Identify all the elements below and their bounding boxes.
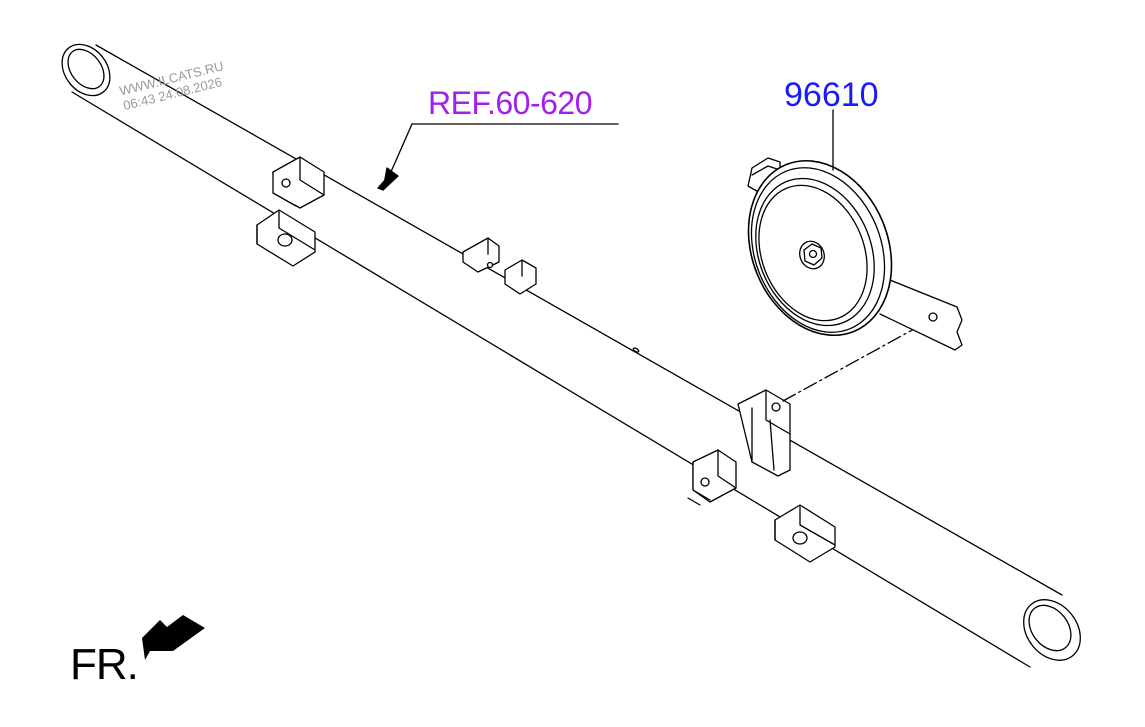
assembly-line	[782, 317, 935, 402]
reference-callout[interactable]: REF.60-620	[428, 85, 592, 121]
leader-reference	[377, 123, 619, 191]
bracket-lower-right-2	[774, 504, 836, 563]
horn-mounting-bracket	[737, 389, 791, 477]
arrow-down-left-icon	[142, 615, 205, 660]
clip-mid-2	[504, 259, 537, 295]
front-indicator-label: FR.	[70, 640, 139, 689]
bracket-lower-right-1	[687, 449, 737, 506]
horn-assembly[interactable]	[723, 139, 963, 357]
crossmember-tube[interactable]	[52, 35, 1092, 671]
part-number-callout[interactable]: 96610	[784, 76, 879, 114]
bracket-lower-left	[256, 209, 316, 267]
clip-mid-1	[462, 237, 500, 273]
bracket-upper-left	[272, 156, 325, 209]
